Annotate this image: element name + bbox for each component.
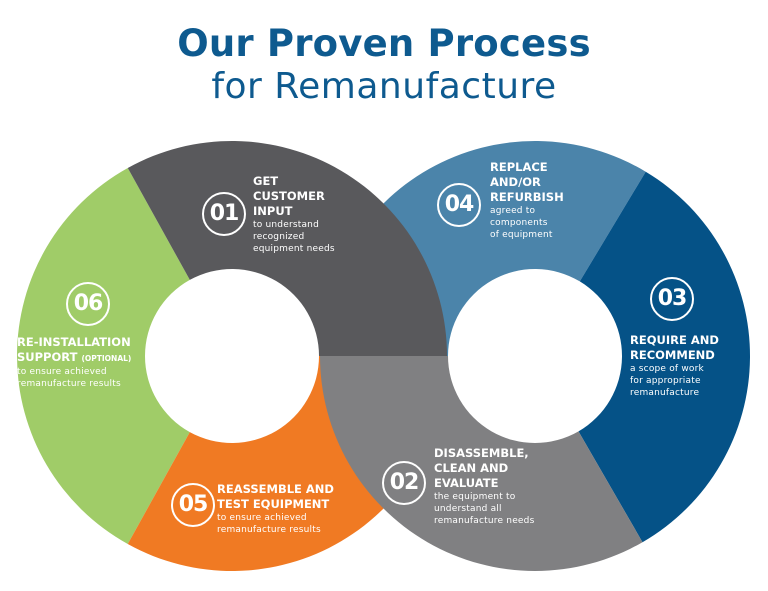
step-04-number-badge: 04 [437, 183, 481, 227]
step-01-heading-line: CUSTOMER [253, 189, 325, 203]
step-01-description-line: recognized [253, 232, 305, 242]
step-04-description-line: of equipment [490, 230, 553, 240]
step-04-heading-line: REFURBISH [490, 190, 564, 204]
step-06-heading-line: RE-INSTALLATION [17, 335, 131, 349]
segment-03-require [578, 171, 750, 543]
step-03-heading-line: RECOMMEND [630, 348, 715, 362]
step-03-heading-line: REQUIRE AND [630, 333, 719, 347]
step-06-text: RE-INSTALLATION SUPPORT (OPTIONAL) to en… [17, 335, 131, 390]
step-06-description-line: to ensure achieved [17, 367, 107, 377]
step-05-heading-line: REASSEMBLE AND [217, 482, 334, 496]
step-03-number-badge: 03 [650, 277, 694, 321]
step-04-text: REPLACE AND/OR REFURBISH agreed to compo… [490, 160, 564, 241]
step-05-heading-line: TEST EQUIPMENT [217, 497, 330, 511]
step-04-description-line: agreed to [490, 206, 536, 216]
page-subtitle: for Remanufacture [211, 66, 557, 107]
step-06-heading-support: SUPPORT [17, 350, 78, 364]
step-01-description-line: equipment needs [253, 244, 335, 254]
step-02-description-line: understand all [434, 504, 502, 514]
step-02-description-line: the equipment to [434, 492, 516, 502]
step-03-description-line: remanufacture [630, 388, 700, 398]
step-05-description-line: to ensure achieved [217, 513, 307, 523]
step-02-number-badge: 02 [382, 461, 426, 505]
step-02-heading-line: EVALUATE [434, 476, 499, 490]
segment-01-customer-input [127, 140, 448, 356]
step-06-description-line: remanufacture results [17, 379, 121, 389]
step-01-text: GET CUSTOMER INPUT to understand recogni… [253, 174, 335, 255]
step-02-heading-line: DISASSEMBLE, [434, 446, 529, 460]
step-03-text: REQUIRE AND RECOMMEND a scope of work fo… [630, 333, 719, 399]
segment-06-reinstallation [16, 167, 190, 545]
step-04-heading-line: REPLACE [490, 160, 548, 174]
step-03-description-line: a scope of work [630, 364, 704, 374]
step-03-description-line: for appropriate [630, 376, 701, 386]
step-01-heading-line: GET [253, 174, 279, 188]
step-06-heading-line: SUPPORT (OPTIONAL) [17, 350, 131, 366]
step-02-text: DISASSEMBLE, CLEAN AND EVALUATE the equi… [434, 446, 534, 527]
step-06-optional-note: (OPTIONAL) [81, 354, 132, 363]
step-02-heading-line: CLEAN AND [434, 461, 509, 475]
step-02-description-line: remanufacture needs [434, 516, 535, 526]
step-05-description-line: remanufacture results [217, 525, 321, 535]
step-01-number-badge: 01 [202, 192, 246, 236]
page-title: Our Proven Process [177, 22, 591, 65]
step-01-heading-line: INPUT [253, 204, 293, 218]
step-04-heading-line: AND/OR [490, 175, 541, 189]
step-05-number-badge: 05 [171, 483, 215, 527]
segment-02-disassemble [320, 356, 643, 571]
step-06-number-badge: 06 [66, 282, 110, 326]
step-01-description-line: to understand [253, 220, 320, 230]
step-04-description-line: components [490, 218, 548, 228]
step-05-text: REASSEMBLE AND TEST EQUIPMENT to ensure … [217, 482, 334, 536]
